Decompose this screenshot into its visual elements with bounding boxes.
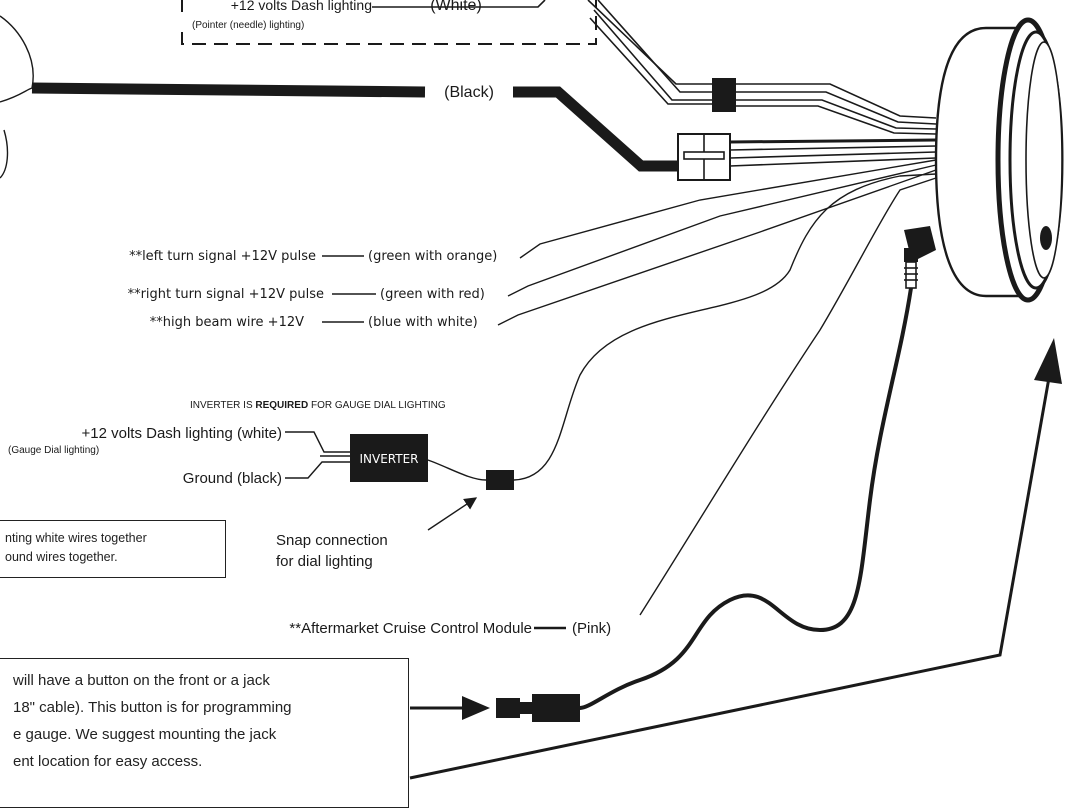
gauge-arrow (409, 338, 1062, 780)
signal-wires (497, 159, 937, 616)
leader-lines (322, 6, 566, 630)
wiring-tip-note: nting white wires together ound wires to… (0, 520, 226, 578)
loose-wire-left (0, 15, 34, 179)
inverter-wires (285, 431, 487, 481)
gauge-dial-lighting-label: (Gauge Dial lighting) (8, 445, 99, 456)
left-turn-label: **left turn signal +12V pulse (129, 249, 316, 264)
inverter-required-note: INVERTER IS REQUIRED FOR GAUGE DIAL LIGH… (190, 400, 446, 411)
dash-lighting-top-label: +12 volts Dash lighting (231, 0, 372, 13)
right-turn-label: **right turn signal +12V pulse (128, 287, 324, 302)
snap-arrow (427, 497, 478, 531)
jack-arrow (410, 696, 490, 720)
white-pointer-wire (398, 0, 712, 105)
pink-wire-label: (Pink) (572, 620, 611, 637)
pointer-lighting-dashed-box (181, 0, 597, 45)
pointer-lighting-label: (Pointer (needle) lighting) (192, 20, 304, 31)
programming-button-plug (496, 694, 580, 722)
wiring-tip-line-1: nting white wires together (5, 531, 147, 545)
black-wire-label: (Black) (444, 84, 494, 101)
inverter-label: INVERTER (359, 452, 418, 466)
high-beam-label: **high beam wire +12V (150, 315, 304, 330)
wiring-tip-line-2: ound wires together. (5, 550, 118, 564)
pointer-connector (712, 78, 736, 112)
programming-button-note: will have a button on the front or a jac… (0, 658, 409, 808)
left-turn-color-label: (green with orange) (368, 249, 497, 264)
black-wire-right (513, 86, 678, 172)
programming-note-line-2: 18" cable). This button is for programmi… (13, 699, 292, 716)
programming-note-line-4: ent location for easy access. (13, 753, 203, 770)
black-wire-left (31, 82, 426, 98)
programming-note-line-3: e gauge. We suggest mounting the jack (13, 726, 277, 743)
cruise-module-label: **Aftermarket Cruise Control Module (289, 620, 532, 637)
snap-connection-label-1: Snap connection (276, 532, 388, 549)
gauge (934, 17, 1064, 303)
snap-connector (486, 470, 514, 490)
programming-jack-connector (904, 226, 936, 289)
programming-cable (579, 287, 913, 710)
main-connector-wires (729, 138, 937, 167)
snap-connection-label-2: for dial lighting (276, 553, 373, 570)
high-beam-color-label: (blue with white) (368, 315, 478, 330)
inverter-box (350, 434, 428, 482)
right-turn-color-label: (green with red) (380, 287, 485, 302)
pointer-connector-wires (736, 83, 937, 135)
ground-black-label: Ground (black) (183, 470, 282, 487)
white-wire-top-label: (White) (430, 0, 482, 14)
dash-lighting-white-label: +12 volts Dash lighting (white) (81, 425, 282, 442)
programming-note-line-1: will have a button on the front or a jac… (13, 672, 270, 689)
